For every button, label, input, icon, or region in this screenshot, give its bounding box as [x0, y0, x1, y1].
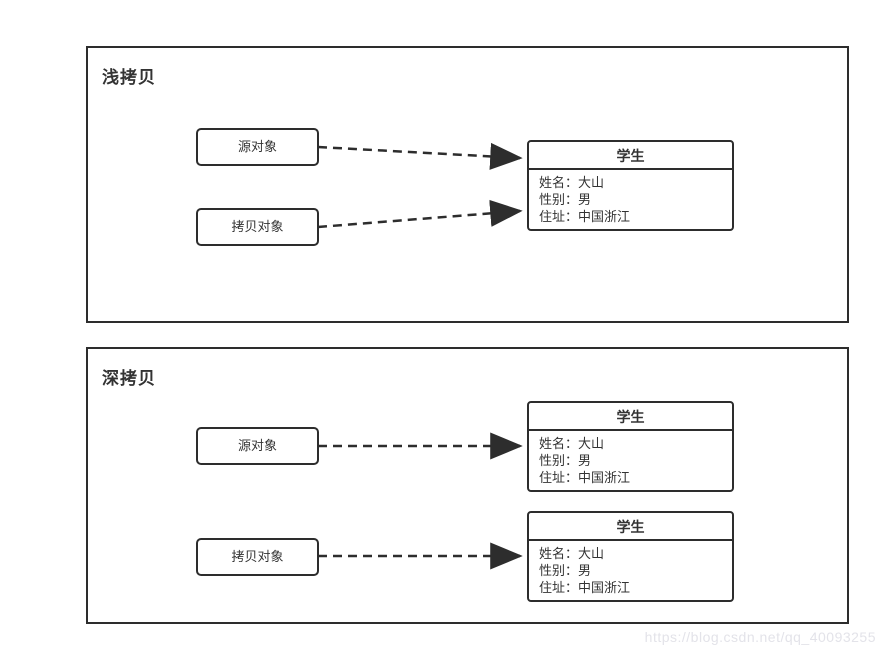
student-field-address: 住址：中国浙江	[539, 580, 631, 595]
deep-copy-title: 深拷贝	[102, 369, 156, 388]
shallow-copy-object-box: 拷贝对象	[196, 208, 319, 246]
deep-source-object-box: 源对象	[196, 427, 319, 465]
student-field-gender: 性别：男	[539, 453, 592, 468]
shallow-source-object-box: 源对象	[196, 128, 319, 166]
shallow-copy-panel: 浅拷贝 源对象 拷贝对象 学生 姓名：大山 性别：男 住址：中国浙江	[86, 46, 849, 323]
student-class-body: 姓名：大山 性别：男 住址：中国浙江	[529, 431, 732, 486]
student-field-name: 姓名：大山	[539, 436, 605, 451]
deep-student-class-box-source: 学生 姓名：大山 性别：男 住址：中国浙江	[527, 401, 734, 492]
student-class-body: 姓名：大山 性别：男 住址：中国浙江	[529, 170, 732, 225]
deep-copy-panel: 深拷贝 源对象 拷贝对象 学生 姓名：大山 性别：男 住址：中国浙江 学生 姓名…	[86, 347, 849, 624]
watermark-url: https://blog.csdn.net/qq_40093255	[644, 629, 876, 645]
arrow-source-to-student	[317, 142, 523, 170]
shallow-copy-title: 浅拷贝	[102, 68, 156, 87]
deep-copy-object-box: 拷贝对象	[196, 538, 319, 576]
student-field-address: 住址：中国浙江	[539, 470, 631, 485]
student-class-title: 学生	[529, 403, 732, 431]
student-field-address: 住址：中国浙江	[539, 209, 631, 224]
student-field-name: 姓名：大山	[539, 546, 605, 561]
deep-student-class-box-copy: 学生 姓名：大山 性别：男 住址：中国浙江	[527, 511, 734, 602]
student-field-gender: 性别：男	[539, 563, 592, 578]
arrow-copy-to-student	[317, 199, 523, 229]
shallow-student-class-box: 学生 姓名：大山 性别：男 住址：中国浙江	[527, 140, 734, 231]
student-class-title: 学生	[529, 142, 732, 170]
student-field-name: 姓名：大山	[539, 175, 605, 190]
student-class-title: 学生	[529, 513, 732, 541]
student-field-gender: 性别：男	[539, 192, 592, 207]
student-class-body: 姓名：大山 性别：男 住址：中国浙江	[529, 541, 732, 596]
